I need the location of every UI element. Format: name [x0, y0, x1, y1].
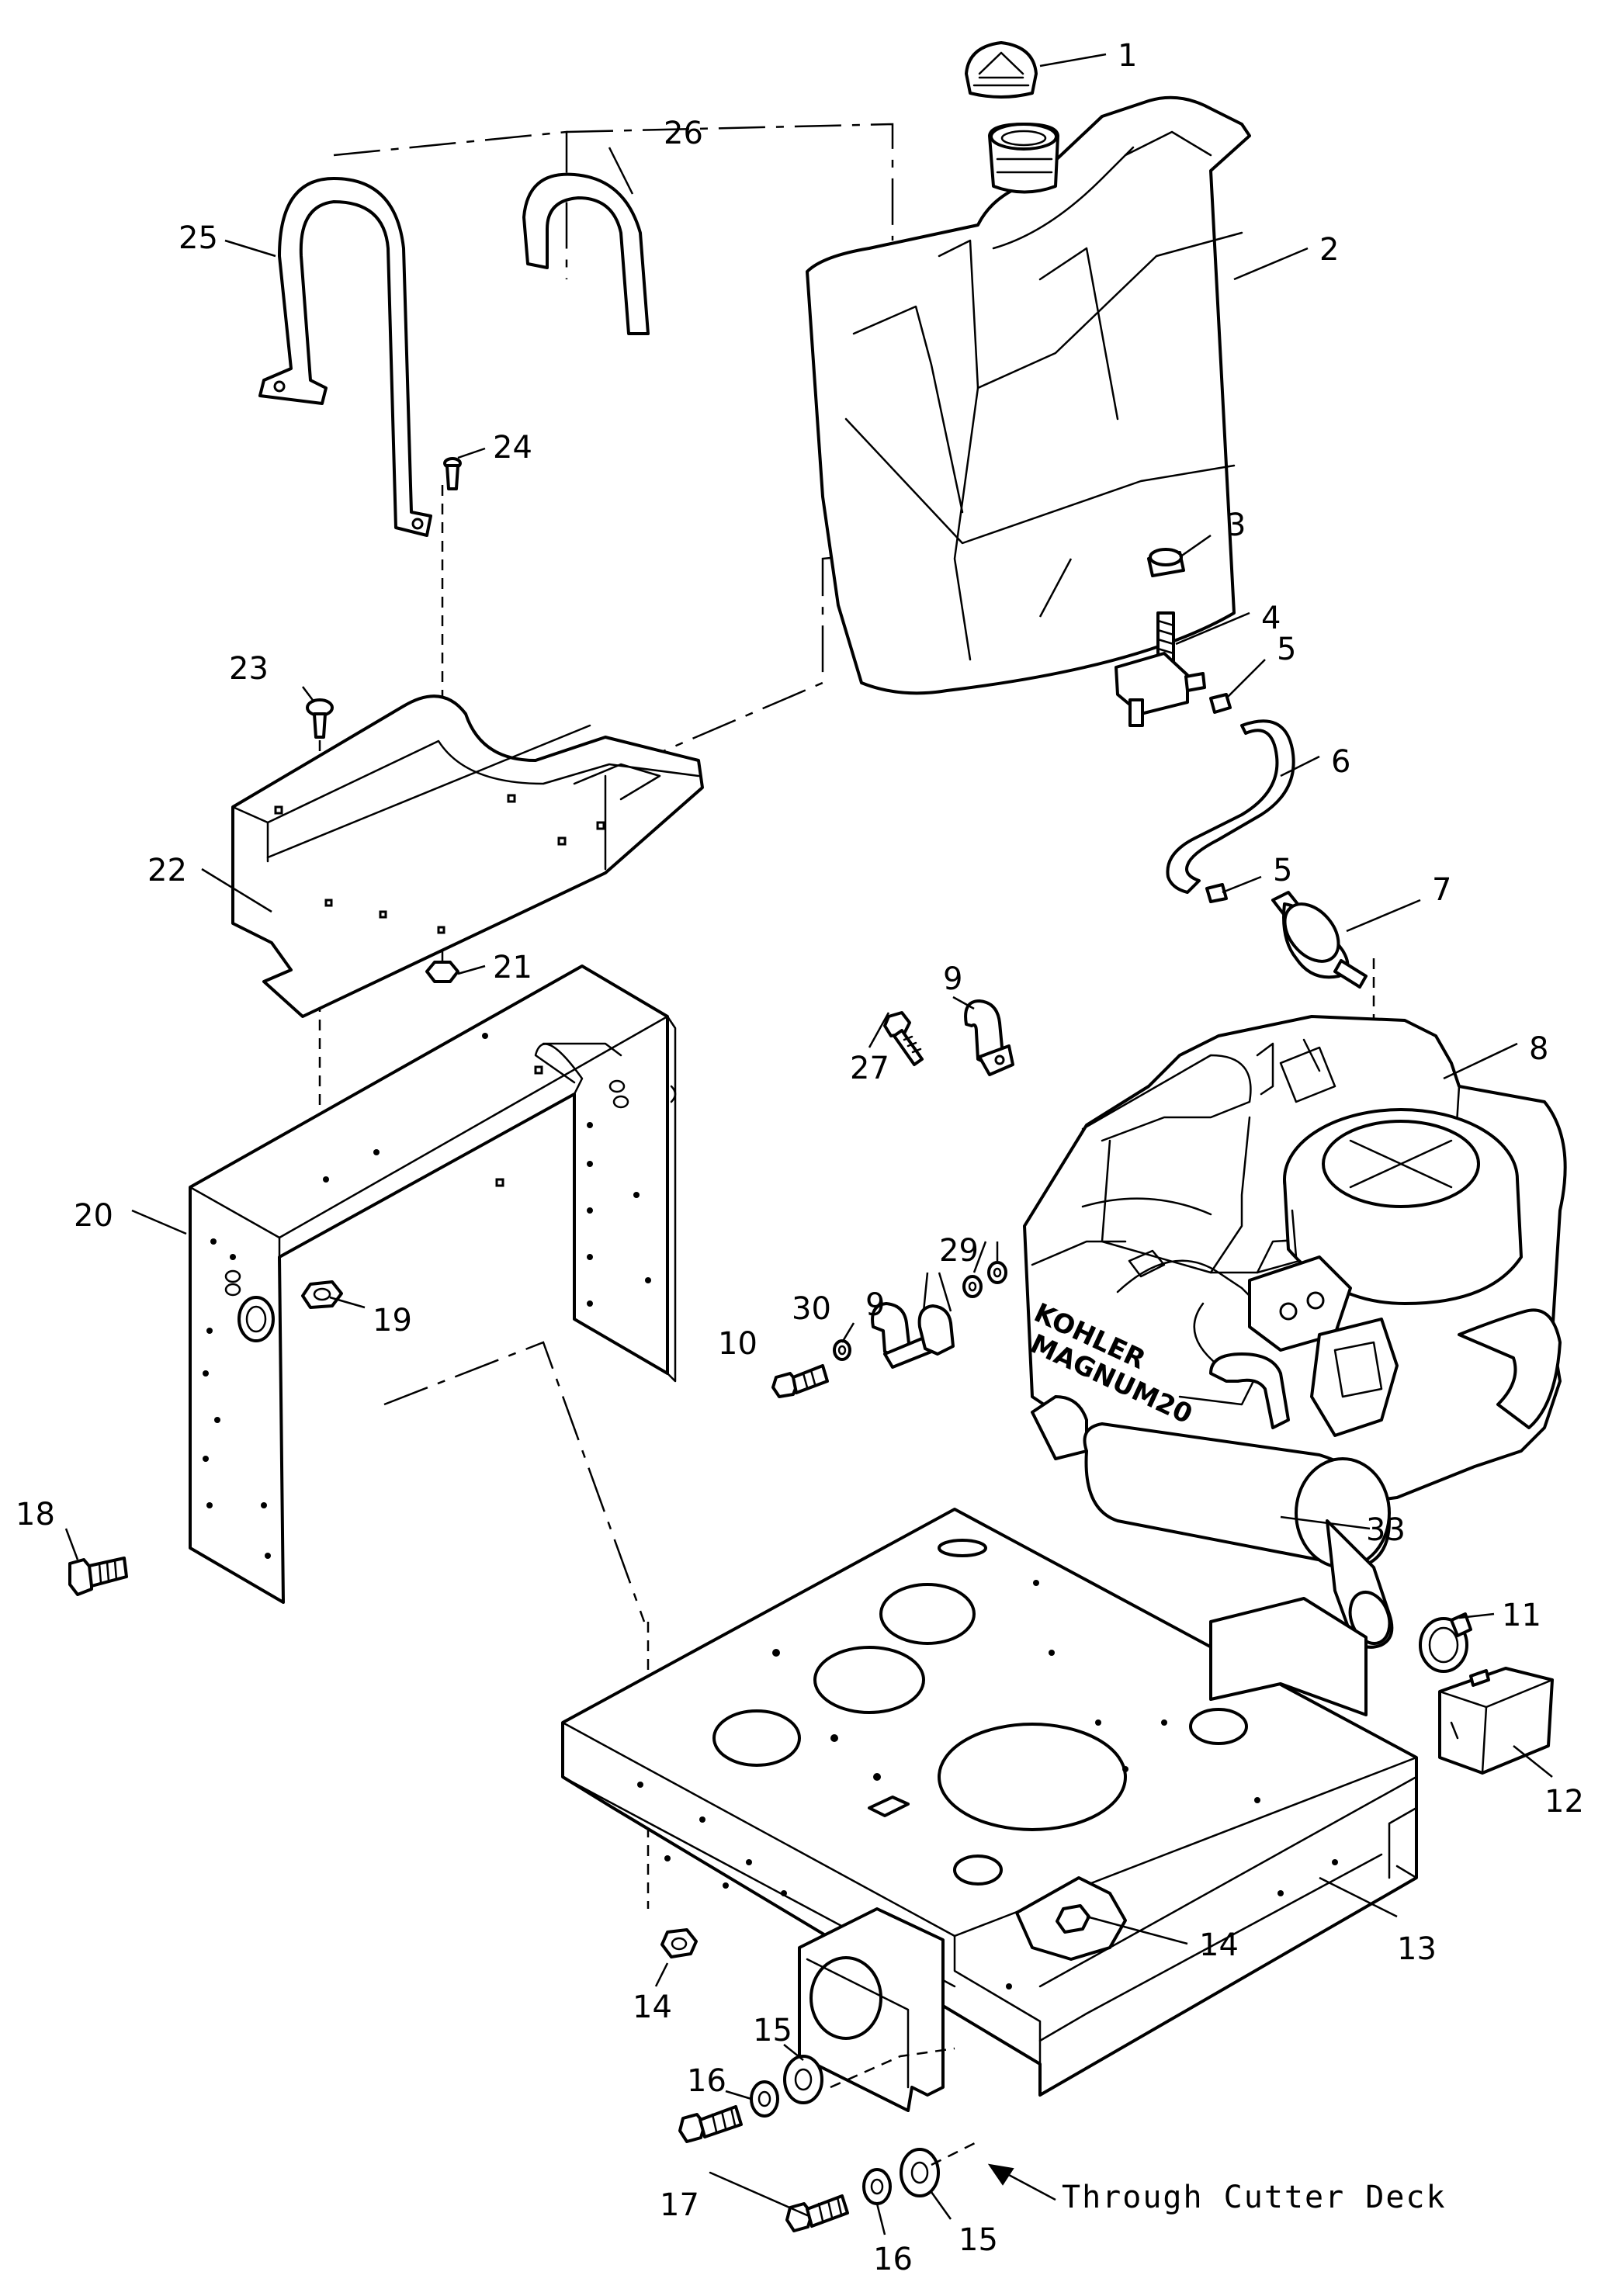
callout-4: 4 — [1261, 601, 1281, 636]
callout-18: 18 — [16, 1497, 55, 1532]
hose-clamp-upper — [1209, 693, 1232, 714]
callout-22: 22 — [147, 853, 187, 888]
nut-19 — [301, 1280, 343, 1309]
engine: KOHLER MAGNUM20 — [1023, 1015, 1567, 1522]
hose-clamp-lower — [1205, 883, 1228, 903]
through-cutter-deck-note: Through Cutter Deck — [1062, 2180, 1447, 2215]
grommet — [1147, 548, 1185, 577]
fuel-pump-housing — [1209, 1352, 1290, 1429]
nut-21 — [425, 961, 459, 983]
lock-washer-16-upper — [750, 2080, 779, 2118]
callout-25: 25 — [179, 220, 218, 256]
callout-10: 10 — [718, 1326, 757, 1362]
tank-strap-short — [522, 172, 650, 335]
fuel-line-parts — [1115, 548, 1368, 989]
fuel-cap — [965, 41, 1038, 99]
main-frame — [561, 1508, 1418, 2112]
callout-27: 27 — [850, 1051, 889, 1086]
bolt-18 — [68, 1557, 128, 1596]
relay-box — [1438, 1667, 1554, 1775]
callout-labels: 1 2 3 4 5 6 5 7 8 9 27 29 9 9 30 10 11 1… — [16, 38, 1584, 2277]
bolt-17-upper — [678, 2105, 743, 2143]
callout-17: 17 — [660, 2187, 699, 2223]
callout-9-upper: 9 — [943, 961, 962, 997]
callout-33: 33 — [1366, 1512, 1406, 1548]
callout-6: 6 — [1331, 744, 1350, 780]
callout-29: 29 — [939, 1233, 979, 1269]
bolt-17-lower — [785, 2194, 849, 2232]
callout-21: 21 — [493, 950, 532, 985]
leader-lines — [64, 53, 1553, 2235]
lock-washer-30 — [833, 1339, 851, 1361]
fuel-hose — [1166, 719, 1295, 894]
engine-support-frame — [189, 964, 677, 1604]
callout-19: 19 — [373, 1303, 412, 1338]
nut-14-loose — [660, 1928, 698, 1958]
engine-recoil-housing — [1031, 1395, 1088, 1460]
callout-9-lower-label: 9 — [865, 1287, 885, 1323]
callout-15-upper: 15 — [753, 2013, 792, 2048]
tank-bracket — [231, 694, 704, 1018]
bolt-17-bracket — [709, 2171, 809, 2217]
callout-7: 7 — [1432, 872, 1451, 908]
nut-14-on-frame — [1056, 1904, 1090, 1934]
callout-11: 11 — [1502, 1598, 1541, 1633]
callout-20: 20 — [74, 1198, 113, 1234]
frame-to-deck-line — [383, 1341, 646, 1622]
callout-24: 24 — [493, 430, 532, 466]
callout-8: 8 — [1529, 1031, 1548, 1067]
deck-mount-bracket — [798, 1907, 945, 2112]
bolt-24 — [443, 457, 462, 490]
carriage-bolt-23 — [306, 698, 334, 739]
callout-5-lower: 5 — [1273, 853, 1292, 888]
callout-3: 3 — [1226, 507, 1246, 543]
bolt-17-lower-axis — [931, 2140, 979, 2166]
carburetor — [1248, 1255, 1399, 1437]
exhaust-clamp — [1419, 1612, 1472, 1673]
callout-26: 26 — [664, 116, 703, 151]
wire-clamp-upper — [964, 999, 1014, 1076]
slot-hole — [938, 1539, 987, 1557]
bolt-10 — [771, 1364, 829, 1398]
fuel-tank — [806, 95, 1251, 695]
callout-5-upper: 5 — [1277, 632, 1296, 667]
shut-off-valve — [1115, 611, 1206, 727]
lock-washer-16-lower — [862, 2168, 892, 2205]
callout-16-upper: 16 — [687, 2063, 726, 2099]
callout-23: 23 — [229, 651, 269, 687]
bolt-17-upper-axis — [830, 2047, 955, 2089]
callout-13: 13 — [1397, 1931, 1437, 1967]
tank-strap-long — [258, 177, 432, 537]
muffler — [1083, 1422, 1394, 1649]
air-cleaner — [1283, 1108, 1523, 1305]
callout-14-left: 14 — [633, 1990, 672, 2025]
strap-assembly-line-right — [566, 123, 894, 241]
frame-rear-bracket — [1209, 1597, 1368, 1716]
bolt-27 — [883, 1011, 924, 1066]
callout-12: 12 — [1544, 1784, 1584, 1820]
flat-washer-15-lower — [900, 2148, 940, 2197]
lock-washers-29 — [962, 1261, 1007, 1298]
exhaust-pipe — [1458, 1308, 1562, 1429]
flat-washer-15-upper — [783, 2055, 823, 2104]
spark-plug-wire — [1081, 1197, 1212, 1216]
callout-15-lower: 15 — [959, 2222, 998, 2258]
callout-30: 30 — [792, 1291, 831, 1327]
callout-2: 2 — [1319, 232, 1339, 268]
callout-1: 1 — [1118, 38, 1137, 74]
callout-14-right: 14 — [1199, 1927, 1239, 1963]
wire-clamp-lower — [871, 1302, 955, 1369]
fuel-filter — [1271, 891, 1368, 989]
callout-16-lower: 16 — [873, 2242, 913, 2277]
cutter-deck-arrow — [987, 2163, 1056, 2201]
